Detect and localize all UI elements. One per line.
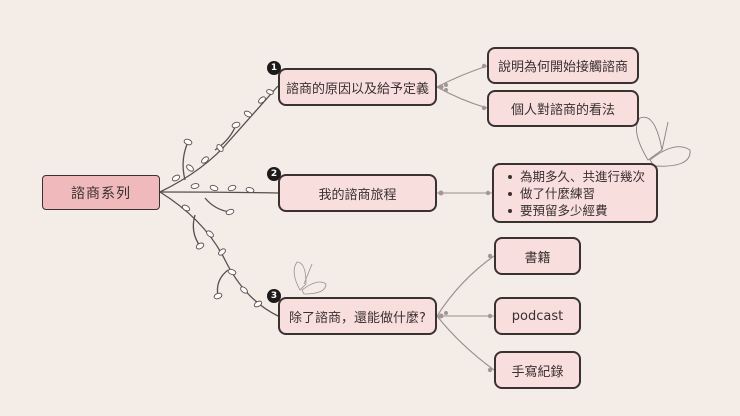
badge-3: 3 xyxy=(267,289,281,303)
child-label-1-2: 個人對諮商的看法 xyxy=(510,103,615,118)
detail-list: 為期多久、共進行幾次 做了什麼練習 要預留多少經費 xyxy=(494,168,645,219)
floral-vines xyxy=(159,85,279,317)
child-node-3-3[interactable]: 手寫紀錄 xyxy=(494,351,581,389)
child-node-1-2[interactable]: 個人對諮商的看法 xyxy=(487,90,639,127)
child-node-1-1[interactable]: 說明為何開始接觸諮商 xyxy=(487,47,639,84)
branch-node-1[interactable]: 諮商的原因以及給予定義 xyxy=(278,68,437,106)
child-node-3-2[interactable]: podcast xyxy=(494,297,581,335)
list-item: 為期多久、共進行幾次 xyxy=(507,168,646,184)
vine-leaves xyxy=(171,89,274,308)
root-node[interactable]: 諮商系列 xyxy=(42,175,160,210)
branch-node-3[interactable]: 除了諮商，還能做什麼? xyxy=(278,297,437,335)
branch-label-2: 我的諮商旅程 xyxy=(318,187,397,203)
connector-lines xyxy=(436,65,495,371)
child-label-3-1: 書籍 xyxy=(524,250,551,266)
list-item: 要預留多少經費 xyxy=(507,202,645,219)
child-label-1-1: 說明為何開始接觸諮商 xyxy=(497,60,628,75)
child-list-node-2[interactable]: 為期多久、共進行幾次 做了什麼練習 要預留多少經費 xyxy=(492,163,658,223)
badge-2: 2 xyxy=(267,167,281,181)
list-item: 做了什麼練習 xyxy=(507,185,645,202)
butterfly-small xyxy=(293,261,327,295)
child-node-3-1[interactable]: 書籍 xyxy=(494,237,581,275)
branch-node-2[interactable]: 我的諮商旅程 xyxy=(278,174,437,212)
branch-label-1: 諮商的原因以及給予定義 xyxy=(285,81,429,97)
connector-flowers xyxy=(438,63,493,373)
child-label-3-3: 手寫紀錄 xyxy=(511,364,564,380)
root-label: 諮商系列 xyxy=(71,185,131,202)
child-label-3-2: podcast xyxy=(511,308,564,324)
branch-label-3: 除了諮商，還能做什麼? xyxy=(289,310,426,326)
badge-1: 1 xyxy=(267,61,281,75)
